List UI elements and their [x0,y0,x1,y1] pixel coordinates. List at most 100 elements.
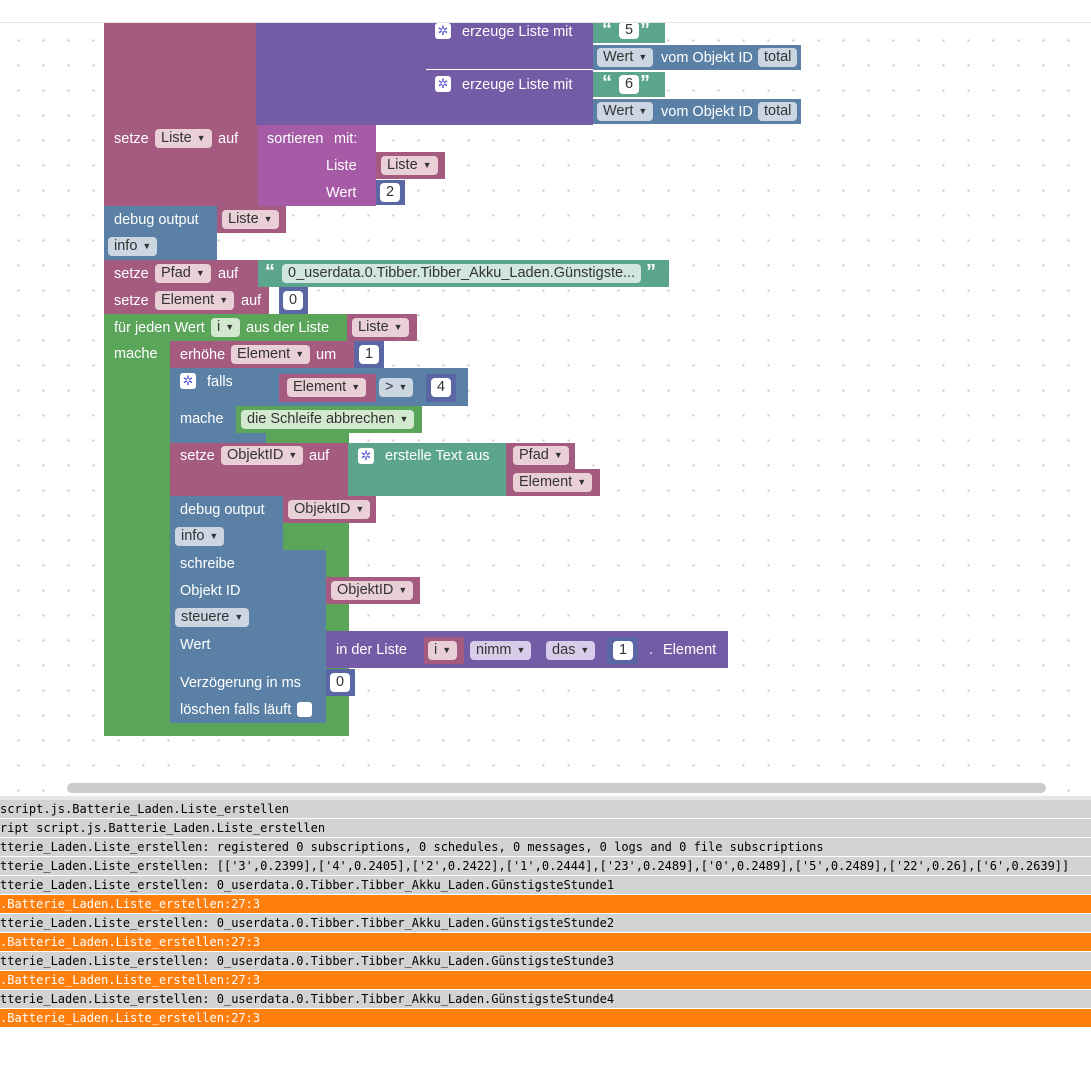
foreach-label: für jeden Wert [114,320,205,336]
auf-label: auf [241,293,262,309]
number-value[interactable]: 4 [431,378,452,397]
write-state-block[interactable] [170,550,326,723]
mit-label: mit: [334,131,358,147]
log-line: script.js.Batterie_Laden.Liste_erstellen [0,800,1091,819]
variable-dropdown[interactable]: Liste▼ [381,156,438,175]
log-line: tterie_Laden.Liste_erstellen: 0_userdata… [0,876,1091,895]
in-der-liste-label: in der Liste [336,642,407,658]
quote-open-icon: “ [602,19,612,41]
variable-dropdown[interactable]: ObjektID▼ [331,581,414,600]
log-panel: script.js.Batterie_Laden.Liste_erstellen… [0,800,1091,1028]
log-line: tterie_Laden.Liste_erstellen: 0_userdata… [0,914,1091,933]
um-label: um [316,347,337,363]
quote-close-icon: ” [646,261,656,283]
text-value-5[interactable]: 5 [619,22,640,39]
text-join-label: erstelle Text aus [385,448,490,464]
number-value[interactable]: 2 [380,183,401,202]
set-variable-block-top[interactable] [104,23,258,125]
gear-icon[interactable]: ✲ [435,76,451,92]
aus-der-liste-label: aus der Liste [246,320,330,336]
variable-dropdown[interactable]: Element▼ [287,378,367,397]
falls-label: falls [207,374,233,390]
log-level-dropdown[interactable]: info▼ [175,527,225,546]
log-line: ript script.js.Batterie_Laden.Liste_erst… [0,819,1091,838]
variable-dropdown[interactable]: Liste▼ [352,318,409,337]
log-level-dropdown[interactable]: info▼ [108,237,158,256]
debug-output-label: debug output [114,212,199,228]
variable-dropdown[interactable]: i▼ [428,641,458,660]
number-value[interactable]: 1 [613,641,634,660]
log-line: .Batterie_Laden.Liste_erstellen:27:3 [0,971,1091,990]
increment-label: erhöhe [180,347,226,363]
gear-icon[interactable]: ✲ [180,373,196,389]
variable-dropdown[interactable]: Pfad▼ [513,446,569,465]
create-list-outer-block[interactable] [256,23,426,125]
mache-label: mache [180,411,224,427]
variable-dropdown[interactable]: Element▼ [231,345,311,364]
create-list-block-2[interactable] [425,70,593,125]
wert-param-label: Wert [326,185,357,201]
clear-running-checkbox[interactable] [297,702,312,717]
list-mode-dropdown[interactable]: nimm▼ [470,641,532,660]
debug-output-label: debug output [180,502,265,518]
create-list-label: erzeuge Liste mit [462,77,573,93]
auf-label: auf [218,266,239,282]
object-id-label: vom Objekt ID [661,50,753,66]
setze-label: setze [180,448,215,464]
create-list-block-1[interactable] [425,23,593,69]
dropdown-arrow-icon: ▼ [638,106,648,116]
clear-running-label: löschen falls läuft [180,702,292,718]
quote-close-icon: ” [640,72,650,94]
dropdown-arrow-icon: ▼ [638,52,648,62]
objekt-id-label: Objekt ID [180,583,241,599]
number-value[interactable]: 1 [359,345,380,364]
setze-label: setze [114,266,149,282]
liste-param-label: Liste [326,158,357,174]
blockly-workspace[interactable]: ✲ erzeuge Liste mit “ 5 ” Wert▼ vom Obje… [0,0,1091,798]
auf-label: auf [218,131,239,147]
log-line: tterie_Laden.Liste_erstellen: 0_userdata… [0,990,1091,1009]
object-id-field[interactable]: total [758,48,798,67]
write-mode-dropdown[interactable]: steuere▼ [175,608,250,627]
break-dropdown[interactable]: die Schleife abbrechen▼ [241,410,415,429]
variable-dropdown[interactable]: Liste▼ [155,129,212,148]
gear-icon[interactable]: ✲ [358,448,374,464]
quote-open-icon: “ [602,72,612,94]
log-line: tterie_Laden.Liste_erstellen: 0_userdata… [0,952,1091,971]
quote-close-icon: ” [640,19,650,41]
mache-label: mache [114,346,158,362]
log-line: .Batterie_Laden.Liste_erstellen:27:3 [0,1009,1091,1028]
loop-variable-dropdown[interactable]: i▼ [211,318,241,337]
setze-label: setze [114,131,149,147]
list-where-dropdown[interactable]: das▼ [546,641,596,660]
variable-dropdown[interactable]: Liste▼ [222,210,279,229]
state-attribute-dropdown[interactable]: Wert▼ [597,102,654,121]
number-value[interactable]: 0 [283,291,304,310]
variable-dropdown[interactable]: ObjektID▼ [288,500,371,519]
operator-dropdown[interactable]: >▼ [379,378,414,397]
delay-label: Verzögerung in ms [180,675,301,691]
object-id-label: vom Objekt ID [661,104,753,120]
log-line: .Batterie_Laden.Liste_erstellen:27:3 [0,933,1091,952]
auf-label: auf [309,448,330,464]
variable-dropdown[interactable]: ObjektID▼ [221,446,304,465]
text-value-6[interactable]: 6 [619,75,640,94]
object-id-field[interactable]: total [758,102,798,121]
gear-icon[interactable]: ✲ [435,23,451,39]
log-panel-divider[interactable] [0,796,1091,800]
log-line: tterie_Laden.Liste_erstellen: [['3',0.23… [0,857,1091,876]
setze-label: setze [114,293,149,309]
number-value[interactable]: 0 [330,673,351,692]
workspace-top-bar [0,0,1091,23]
element-label: Element [663,642,717,658]
dot-label: . [649,642,654,658]
text-join-block[interactable] [348,443,506,496]
state-attribute-dropdown[interactable]: Wert▼ [597,48,654,67]
variable-dropdown[interactable]: Pfad▼ [155,264,211,283]
horizontal-scrollbar[interactable] [67,783,1046,793]
create-list-label: erzeuge Liste mit [462,24,573,40]
sort-function-block[interactable] [258,125,376,206]
text-value-pfad[interactable]: 0_userdata.0.Tibber.Tibber_Akku_Laden.Gü… [282,264,642,283]
variable-dropdown[interactable]: Element▼ [513,473,593,492]
variable-dropdown[interactable]: Element▼ [155,291,235,310]
